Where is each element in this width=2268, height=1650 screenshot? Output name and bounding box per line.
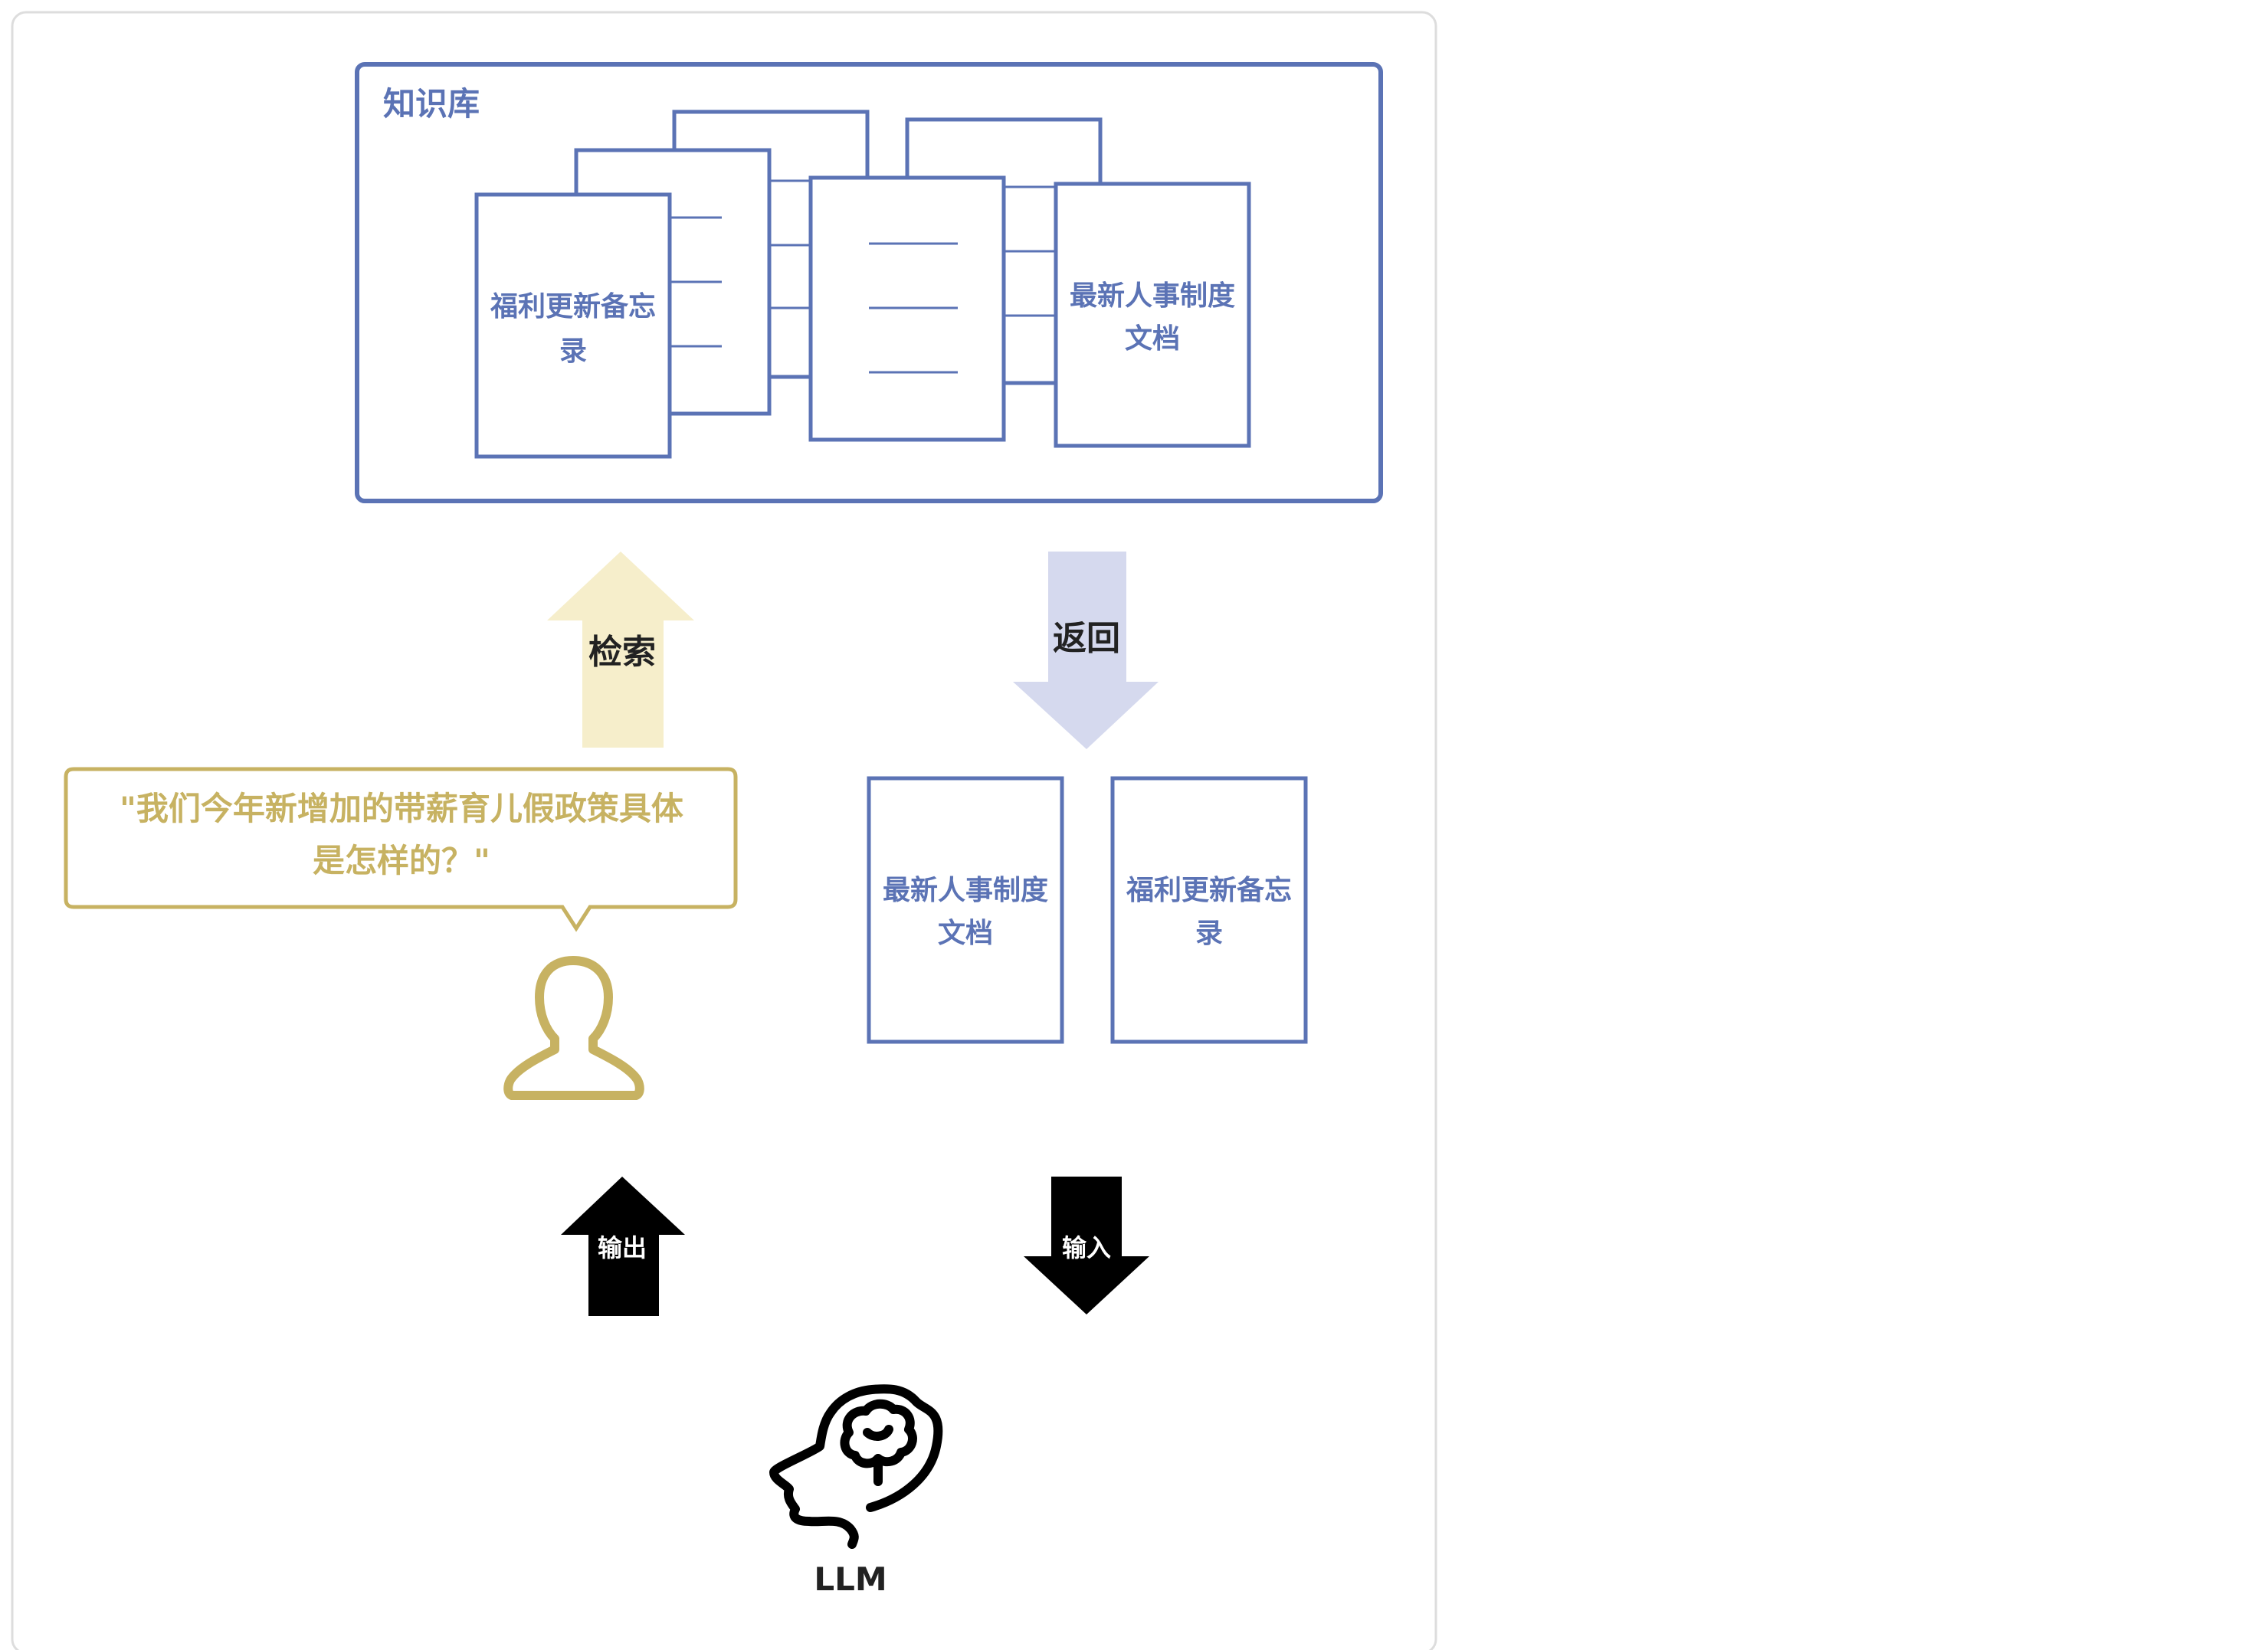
document-label-hr-policy-cont: 文档 [1125, 323, 1180, 355]
input-arrow: 输入 [1024, 1177, 1149, 1314]
knowledge-base-title: 知识库 [383, 85, 480, 123]
returned-document-label: 福利更新备忘 [1126, 875, 1292, 906]
user-query-bubble: "我们今年新增加的带薪育儿假政策具体 是怎样的？" [64, 767, 738, 932]
retrieve-arrow: 检索 [547, 552, 694, 748]
document-page [1054, 182, 1251, 448]
knowledge-base-frame [355, 62, 1383, 503]
speech-bubble-shape [64, 767, 738, 932]
retrieve-arrow-label: 检索 [588, 633, 656, 672]
knowledge-base: 知识库 福利更新备忘 录 [355, 62, 1383, 503]
return-arrow-label: 返回 [1053, 619, 1120, 658]
output-arrow-shape [561, 1177, 685, 1316]
returned-document-hr-policy [867, 776, 1064, 1044]
retrieve-arrow-shape [547, 552, 694, 748]
input-arrow-shape [1024, 1177, 1149, 1314]
input-arrow-label: 输入 [1062, 1233, 1111, 1262]
returned-document-label-cont: 文档 [938, 918, 993, 949]
user-icon [503, 956, 644, 1100]
output-arrow-label: 输出 [598, 1233, 647, 1262]
document-page [474, 192, 672, 459]
document-label-hr-policy: 最新人事制度 [1070, 280, 1235, 312]
document-label-benefits-cont: 录 [559, 336, 587, 367]
llm-head-icon [769, 1384, 943, 1549]
returned-document-label: 最新人事制度 [883, 875, 1048, 906]
return-arrow: 返回 [1013, 552, 1159, 749]
user-query-text-cont: 是怎样的？" [313, 842, 490, 879]
returned-document-label-cont: 录 [1195, 918, 1223, 949]
document-label-benefits: 福利更新备忘 [490, 291, 656, 322]
user-query-text: "我们今年新增加的带薪育儿假政策具体 [120, 790, 683, 827]
returned-document-benefits [1110, 776, 1308, 1044]
llm-label: LLM [814, 1560, 887, 1598]
returned-documents: 最新人事制度 文档 福利更新备忘 录 [867, 776, 1308, 1044]
output-arrow: 输出 [561, 1177, 685, 1316]
document-lines-right [869, 185, 1056, 374]
return-arrow-shape [1013, 552, 1159, 749]
